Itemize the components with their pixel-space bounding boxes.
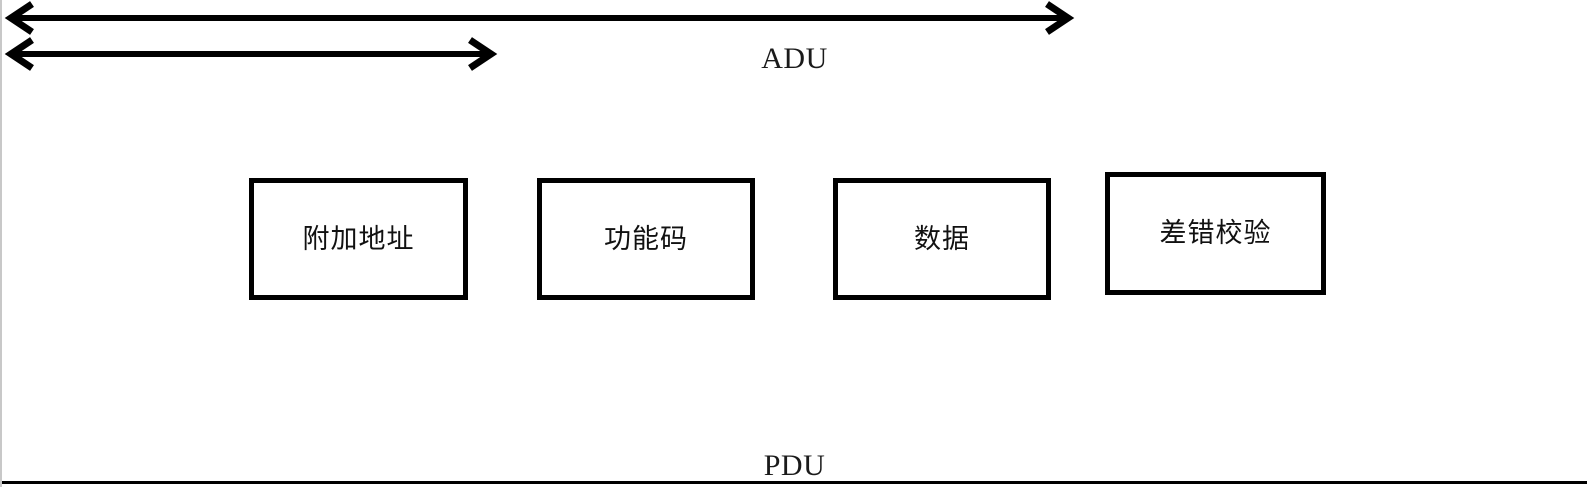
field-label-function-code: 功能码 (604, 223, 688, 254)
field-box-data[interactable]: 数据 (833, 178, 1051, 300)
field-box-function-code[interactable]: 功能码 (537, 178, 755, 300)
field-label-data: 数据 (914, 223, 970, 254)
pdu-span-arrow (2, 36, 500, 72)
field-box-additional-address[interactable]: 附加地址 (249, 178, 468, 300)
field-label-error-check: 差错校验 (1159, 218, 1272, 248)
double-headed-arrow-icon (4, 1, 1075, 35)
adu-span-label: ADU (761, 42, 828, 75)
field-box-error-check[interactable]: 差错校验 (1105, 172, 1326, 295)
pdu-span-label: PDU (763, 449, 826, 482)
field-label-additional-address: 附加地址 (302, 223, 415, 254)
bottom-divider (2, 481, 1587, 484)
adu-span-arrow (2, 0, 1077, 36)
double-headed-arrow-icon (4, 37, 498, 71)
